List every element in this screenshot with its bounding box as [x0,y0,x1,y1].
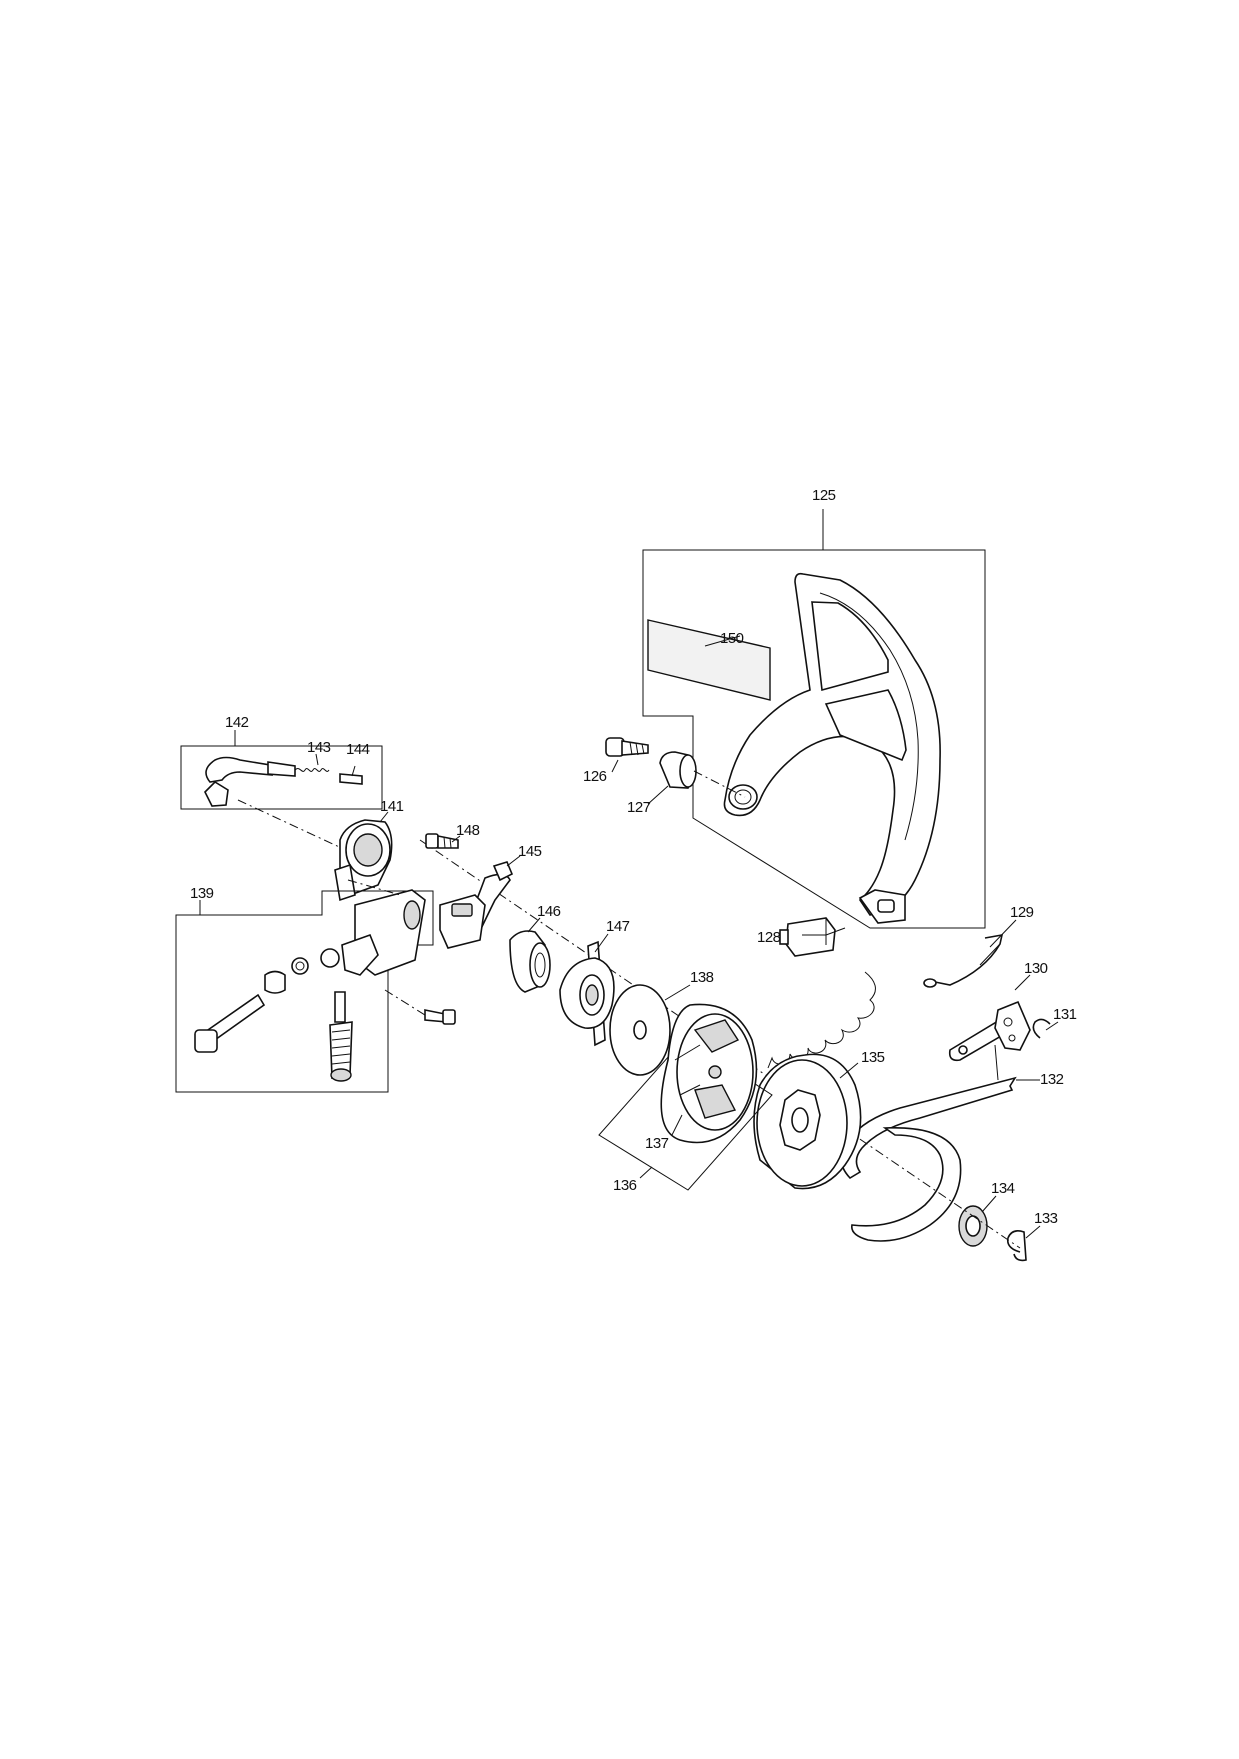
label-147: 147 [606,918,630,935]
oil-pump-141 [334,811,393,902]
label-148: 148 [456,822,480,839]
label-128: 128 [757,929,781,946]
part-labels: 125 150 126 127 128 129 130 131 132 133 … [190,487,1077,1227]
washer-138 [609,984,691,1076]
bolt-148 [425,833,461,849]
bushing-146 [509,917,551,993]
label-144: 144 [346,741,370,758]
label-129: 129 [1010,904,1034,921]
label-146: 146 [537,903,561,920]
label-126: 126 [583,768,607,785]
label-143: 143 [307,739,331,756]
part-128 [779,917,846,957]
chain-brake-handle [723,572,941,924]
label-131: 131 [1053,1006,1077,1023]
label-135: 135 [861,1049,885,1066]
label-136: 136 [613,1177,637,1194]
label-125: 125 [812,487,836,504]
label-132: 132 [1040,1071,1064,1088]
clip-133 [1006,1225,1041,1262]
spring-129 [767,919,1017,1069]
group-box-125 [642,509,986,929]
label-138: 138 [690,969,714,986]
label-142: 142 [225,714,249,731]
label-133: 133 [1034,1210,1058,1227]
bushing-127 [647,751,746,805]
brake-band-132 [840,1044,1040,1242]
sprocket-147 [559,933,615,1047]
label-134: 134 [991,1180,1015,1197]
clip-131 [1032,1018,1059,1039]
label-141: 141 [380,798,404,815]
label-150: 150 [720,630,744,647]
group-box-139 [175,879,434,1093]
label-139: 139 [190,885,214,902]
lever-130 [948,974,1031,1062]
oil-pump-block [439,894,486,949]
label-145: 145 [518,843,542,860]
clutch-137 [598,1003,773,1191]
group-box-142 [180,730,383,853]
label-137: 137 [645,1135,669,1152]
bolt-lower [384,989,456,1025]
washer-134 [958,1195,997,1247]
label-127: 127 [627,799,651,816]
label-130: 130 [1024,960,1048,977]
decal-150 [647,619,771,701]
clutch-drum-135 [753,1053,862,1190]
bolt-126 [605,737,649,773]
